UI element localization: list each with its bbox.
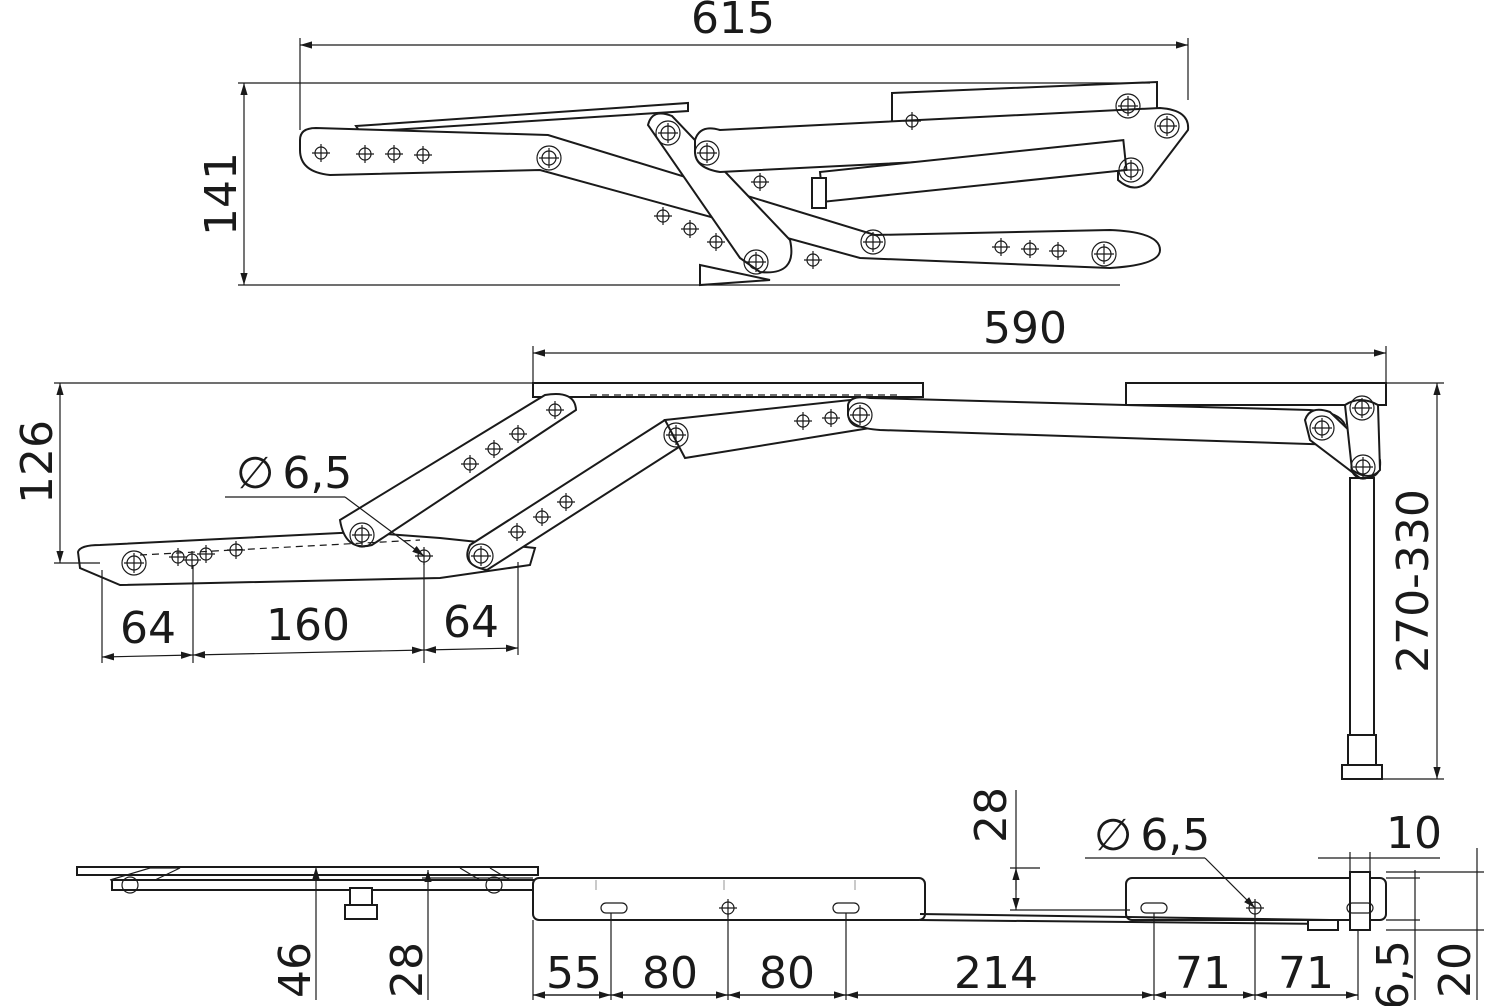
- dim-126: 126: [12, 420, 63, 504]
- side-view: 28 46 28 55 80 80 214 71 71: [76, 787, 1484, 1006]
- side-block-left: [532, 877, 926, 921]
- dim-80-b: 80: [759, 948, 815, 999]
- dim-80-a: 80: [642, 948, 698, 999]
- dim-64-b: 64: [443, 597, 499, 648]
- top-upper-arm: [693, 106, 1190, 189]
- dim-160: 160: [266, 600, 350, 651]
- dim-46: 46: [270, 942, 321, 998]
- dim-6-5-mid: 6,5: [282, 448, 352, 499]
- dim-6-5-bottom: 6,5: [1140, 810, 1210, 861]
- dim-141: 141: [196, 152, 247, 236]
- mid-bracket-right: [1125, 382, 1387, 406]
- mid-leg-foot: [1341, 764, 1383, 780]
- dim-270-330: 270-330: [1388, 489, 1439, 673]
- dim-590: 590: [983, 303, 1067, 354]
- side-long-plate: [76, 866, 539, 876]
- top-diagonal-arm: [646, 112, 793, 274]
- mid-diagonal-arm-1: [338, 393, 578, 548]
- dim-10: 10: [1386, 808, 1442, 859]
- dim-615: 615: [691, 0, 775, 44]
- dim-214: 214: [954, 948, 1038, 999]
- dim-28-left: 28: [382, 942, 433, 998]
- mid-leg: [1349, 477, 1375, 739]
- diameter-symbol: ∅: [236, 448, 274, 499]
- svg-text:∅6,5: ∅6,5: [236, 448, 352, 499]
- svg-text:∅6,5: ∅6,5: [1094, 810, 1210, 861]
- dim-28-top: 28: [966, 787, 1017, 843]
- dim-6-5-vertical: 6,5: [1368, 940, 1419, 1006]
- dim-55: 55: [546, 948, 602, 999]
- diameter-symbol-bottom: ∅: [1094, 810, 1132, 861]
- side-block-right: [1125, 877, 1387, 921]
- open-view: 590 126 270-330 ∅6,5 64 160 64: [12, 303, 1444, 780]
- top-left-bracket: [354, 101, 689, 134]
- dim-71-b: 71: [1278, 948, 1334, 999]
- mid-base-plate: [76, 530, 537, 587]
- mid-bracket-left: [532, 382, 924, 398]
- dim-20: 20: [1430, 942, 1481, 998]
- folded-view: 615 141: [196, 0, 1190, 287]
- dim-71-a: 71: [1175, 948, 1231, 999]
- mid-top-arm: [847, 396, 1347, 447]
- dim-64-a: 64: [120, 603, 176, 654]
